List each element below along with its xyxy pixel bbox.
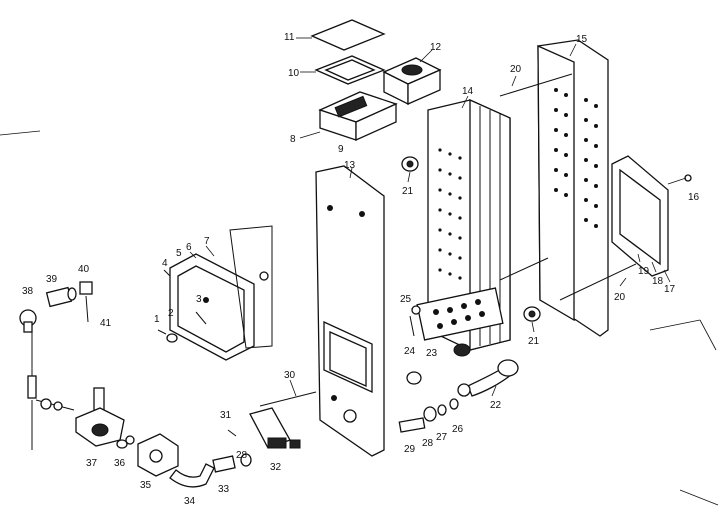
screw-part-1	[157, 329, 167, 335]
label-part-14: 14	[462, 86, 474, 97]
pilot-bracket-part-40	[79, 281, 93, 323]
label-part-38: 38	[22, 286, 34, 297]
stray-line-bottom	[679, 489, 719, 506]
label-part-23: 23	[426, 348, 438, 359]
label-part-27: 27	[436, 432, 448, 443]
bolt-part-3	[195, 311, 207, 325]
label-part-37: 37	[86, 458, 98, 469]
label-part-41: 41	[100, 318, 112, 329]
label-part-2: 2	[168, 308, 174, 319]
rod-part-20-bottom	[559, 263, 637, 301]
elbow-part-34	[169, 463, 215, 488]
gas-valve-part-35	[137, 433, 179, 477]
burner-manifold-part-23	[416, 287, 504, 357]
supply-tube	[27, 330, 75, 450]
label-part-26: 26	[452, 424, 464, 435]
fitting-part-36	[116, 435, 135, 449]
gasket-part-10	[300, 55, 386, 85]
stray-line-left	[0, 130, 41, 136]
label-part-28-right: 28	[422, 438, 434, 449]
stray-line-right	[649, 319, 701, 331]
label-part-13: 13	[344, 160, 356, 171]
side-panel-part-17	[611, 155, 692, 277]
front-plate-part-13	[315, 165, 385, 457]
nut-part-26	[449, 398, 459, 410]
label-part-18: 18	[652, 276, 664, 287]
label-part-11: 11	[284, 32, 295, 43]
label-part-22: 22	[490, 400, 502, 411]
coupling-part-33	[212, 455, 236, 473]
grommet-part-21-bottom	[523, 306, 541, 322]
label-part-29: 29	[404, 444, 416, 455]
label-part-21-top: 21	[402, 186, 414, 197]
label-part-5: 5	[176, 248, 182, 259]
clip-part-2	[166, 333, 178, 343]
washer-part-27	[437, 404, 447, 416]
grommet-part-21-top	[401, 156, 419, 172]
pipe-part-22	[457, 359, 519, 397]
label-part-1: 1	[154, 314, 160, 325]
label-part-28-left: 28	[236, 450, 248, 461]
label-part-10: 10	[288, 68, 300, 79]
label-part-39: 39	[46, 274, 58, 285]
flue-outlet-part-12	[382, 49, 442, 106]
label-part-25: 25	[400, 294, 412, 305]
label-part-35: 35	[140, 480, 152, 491]
rod-part-20-top	[499, 73, 573, 97]
part-labels: 11 10 8 9 12 13 14 15 16 17 18 19 20 20 …	[22, 32, 700, 507]
label-part-40: 40	[78, 264, 90, 275]
label-part-16: 16	[688, 192, 700, 203]
label-part-9: 9	[338, 144, 344, 155]
label-part-12: 12	[430, 42, 442, 53]
burner-door-part-7	[169, 225, 273, 361]
thermocouple-part-38	[19, 309, 37, 333]
nut-part-28-left	[240, 453, 252, 467]
nut-part-25	[411, 305, 421, 315]
stray-line-right-2	[699, 319, 717, 351]
washer-part-28-right	[423, 406, 437, 422]
label-part-7: 7	[204, 236, 210, 247]
rod-part-19	[499, 257, 549, 281]
leader-lines	[189, 75, 671, 397]
rod-part-30	[259, 391, 317, 407]
label-part-20-bottom: 20	[614, 292, 626, 303]
back-plate-part-15	[537, 39, 609, 337]
label-part-36: 36	[114, 458, 126, 469]
bracket-part-32	[249, 407, 301, 449]
label-part-17: 17	[664, 284, 676, 295]
label-part-19: 19	[638, 266, 650, 277]
label-part-15: 15	[576, 34, 588, 45]
fitting-part-29	[398, 417, 426, 433]
label-part-31: 31	[220, 410, 232, 421]
label-part-32: 32	[270, 462, 282, 473]
label-part-24: 24	[404, 346, 416, 357]
label-part-6: 6	[186, 242, 192, 253]
label-part-30: 30	[284, 370, 296, 381]
regulator-part-37	[75, 387, 125, 447]
screw-part-31	[227, 429, 237, 437]
flue-box-part-9	[299, 91, 398, 142]
grommet-left	[406, 371, 422, 385]
label-part-20-top: 20	[510, 64, 522, 75]
heat-exchanger-part-14	[427, 95, 511, 351]
cover-plate-part-11	[296, 19, 386, 51]
screw-part-4	[163, 269, 171, 277]
label-part-33: 33	[218, 484, 230, 495]
screw-part-24	[409, 315, 415, 337]
pilot-part-39	[45, 286, 77, 308]
label-part-3: 3	[196, 294, 202, 305]
label-part-21-bottom: 21	[528, 336, 540, 347]
label-part-4: 4	[162, 258, 168, 269]
label-part-34: 34	[184, 496, 196, 507]
label-part-8: 8	[290, 134, 296, 145]
